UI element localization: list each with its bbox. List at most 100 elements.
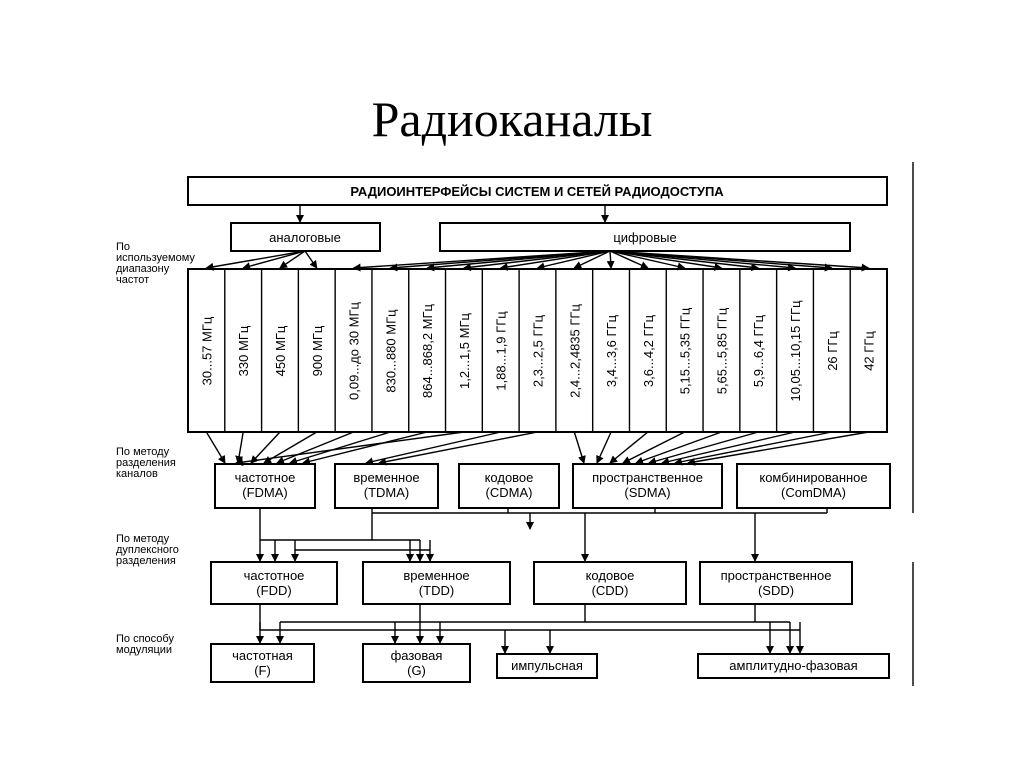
separation-box bbox=[458, 463, 560, 509]
arrow-to-freq bbox=[242, 250, 306, 271]
freq-label: 864...868,2 МГц bbox=[420, 303, 435, 398]
side-label-line: По bbox=[116, 241, 130, 253]
arrow-to-freq bbox=[606, 250, 615, 269]
arrow-to-separation bbox=[635, 431, 722, 465]
arrow-to-separation bbox=[596, 431, 612, 464]
duplex-label: кодовое bbox=[586, 568, 635, 583]
arrow-to-separation bbox=[250, 431, 281, 464]
separation-label: комбинированное bbox=[759, 470, 867, 485]
side-label-line: По способу bbox=[116, 633, 174, 645]
arrow-to-freq bbox=[609, 250, 686, 271]
arrow-to-freq bbox=[499, 250, 611, 271]
modulation-box bbox=[697, 653, 890, 679]
freq-label: 330 МГц bbox=[236, 325, 251, 376]
freq-label: 3,6...4,2 ГГц bbox=[641, 314, 656, 387]
modulation-label: (G) bbox=[407, 663, 426, 678]
duplex-label: временное bbox=[403, 568, 469, 583]
arrow-to-freq bbox=[304, 250, 318, 269]
arrow-to-freq bbox=[462, 250, 611, 272]
modulation-label: импульсная bbox=[511, 658, 583, 673]
duplex-box bbox=[362, 561, 511, 605]
freq-label: 42 ГГц bbox=[862, 331, 877, 371]
arrow-to-separation bbox=[289, 431, 391, 465]
freq-label: 26 ГГц bbox=[825, 331, 840, 371]
arrow-to-separation bbox=[235, 431, 244, 464]
arrow-to-freq bbox=[426, 250, 611, 272]
arrow-to-separation bbox=[205, 431, 226, 464]
freq-label: 2,3...2,5 ГГц bbox=[531, 314, 546, 387]
side-label-line: дуплексного bbox=[116, 544, 179, 556]
separation-label: (FDMA) bbox=[242, 485, 288, 500]
digital-label: цифровые bbox=[613, 230, 676, 245]
duplex-box bbox=[533, 561, 687, 605]
freq-label: 10,05...10,15 ГГц bbox=[788, 300, 803, 402]
arrow-to-freq bbox=[573, 250, 611, 269]
duplex-label: (FDD) bbox=[256, 583, 291, 598]
arrow-to-separation bbox=[622, 431, 685, 464]
separation-label: пространственное bbox=[592, 470, 703, 485]
modulation-label: фазовая bbox=[391, 648, 443, 663]
slide-title: Радиоканалы bbox=[371, 91, 653, 147]
separation-box bbox=[572, 463, 723, 509]
separation-box bbox=[736, 463, 891, 509]
analog-label: аналоговые bbox=[269, 230, 341, 245]
duplex-label: (TDD) bbox=[419, 583, 454, 598]
top-box-label: РАДИОИНТЕРФЕЙСЫ СИСТЕМ И СЕТЕЙ РАДИОДОСТ… bbox=[350, 184, 724, 199]
duplex-box bbox=[210, 561, 338, 605]
arrow-to-separation bbox=[661, 431, 796, 466]
arrow-to-separation bbox=[687, 431, 869, 466]
duplex-box bbox=[699, 561, 853, 605]
freq-label: 5,9...6,4 ГГц bbox=[751, 314, 766, 387]
side-label-line: диапазону bbox=[116, 263, 170, 275]
side-label-line: разделения bbox=[116, 457, 176, 469]
duplex-label: частотное bbox=[244, 568, 305, 583]
freq-label: 900 МГц bbox=[310, 325, 325, 376]
arrow-to-separation bbox=[365, 431, 501, 466]
duplex-label: пространственное bbox=[721, 568, 832, 583]
digital-box bbox=[439, 222, 851, 252]
separation-label: (CDMA) bbox=[486, 485, 533, 500]
freq-label: 30...57 МГц bbox=[199, 316, 214, 385]
side-label-line: По методу bbox=[116, 446, 170, 458]
separation-label: кодовое bbox=[485, 470, 534, 485]
separation-label: (TDMA) bbox=[364, 485, 410, 500]
freq-label: 450 МГц bbox=[273, 325, 288, 376]
modulation-label: (F) bbox=[254, 663, 271, 678]
duplex-label: (CDD) bbox=[592, 583, 629, 598]
side-label-line: частот bbox=[116, 274, 149, 286]
top-box bbox=[187, 176, 888, 206]
duplex-label: (SDD) bbox=[758, 583, 794, 598]
freq-label: 2,4...2,4835 ГГц bbox=[567, 304, 582, 398]
arrow-to-freq bbox=[609, 250, 870, 272]
modulation-label: амплитудно-фазовая bbox=[729, 658, 857, 673]
arrow-to-freq bbox=[536, 250, 611, 271]
freq-label: 3,4...3,6 ГГц bbox=[604, 314, 619, 387]
separation-label: (ComDMA) bbox=[781, 485, 846, 500]
separation-box bbox=[214, 463, 316, 509]
arrow-to-separation bbox=[302, 431, 428, 466]
arrow-to-separation bbox=[378, 431, 538, 466]
modulation-box bbox=[496, 653, 598, 679]
modulation-box bbox=[362, 643, 471, 683]
modulation-label: частотная bbox=[232, 648, 293, 663]
side-label-line: модуляции bbox=[116, 644, 172, 656]
arrow-to-freq bbox=[205, 250, 306, 271]
separation-label: временное bbox=[353, 470, 419, 485]
arrow-to-separation bbox=[235, 431, 465, 467]
freq-label: 5,15...5,35 ГГц bbox=[678, 307, 693, 394]
separation-label: частотное bbox=[235, 470, 296, 485]
freq-label: 830...880 МГц bbox=[383, 309, 398, 393]
freq-label: 1,2...1,5 МГц bbox=[457, 312, 472, 388]
freq-label: 1,88...1,9 ГГц bbox=[494, 311, 509, 391]
side-label-line: По методу bbox=[116, 533, 170, 545]
arrow-to-freq bbox=[279, 250, 306, 269]
freq-label: 5,65...5,85 ГГц bbox=[714, 307, 729, 394]
side-label-line: каналов bbox=[116, 468, 158, 480]
frequency-strip bbox=[187, 268, 888, 433]
side-label-line: используемому bbox=[116, 252, 195, 264]
separation-box bbox=[334, 463, 439, 509]
